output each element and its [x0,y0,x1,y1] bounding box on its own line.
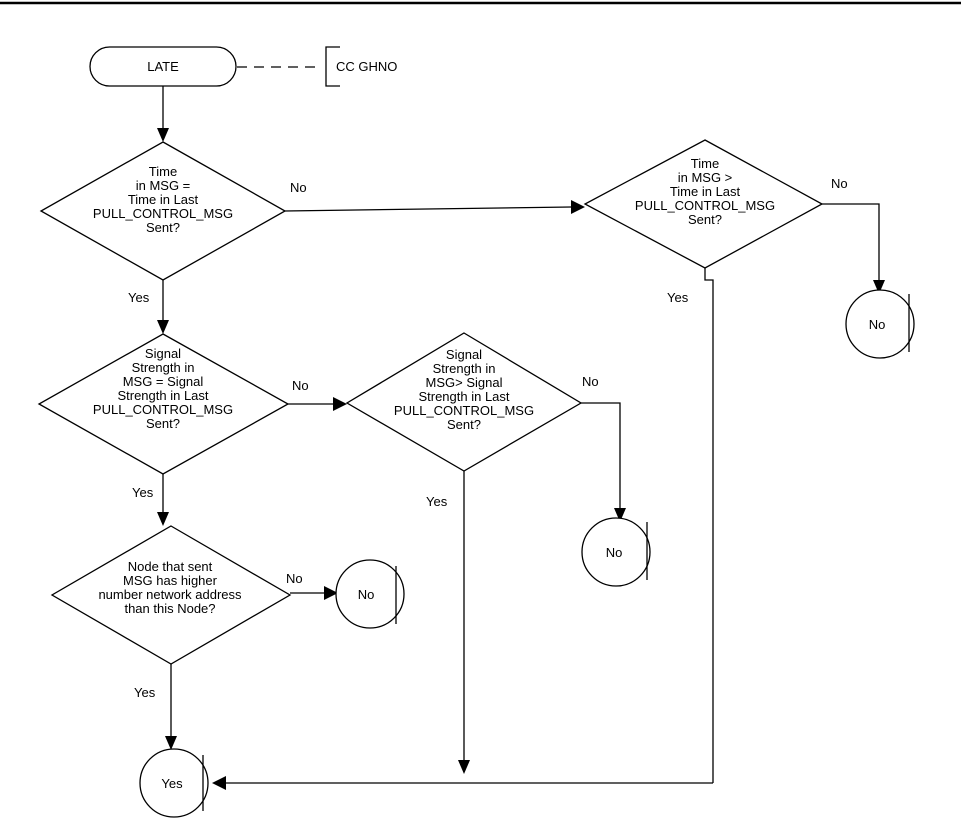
decision-signal-greater-line-5: PULL_CONTROL_MSG [394,403,534,418]
d4-no-label: No [582,374,599,389]
terminal-no-right-label: No [869,317,886,332]
start-label: LATE [147,59,179,74]
terminal-no-left: No [335,559,405,629]
decision-signal-equal-line-3: MSG = Signal [123,374,204,389]
decision-time-equal-line-2: in MSG = [136,178,191,193]
decision-time-greater-line-2: in MSG > [678,170,733,185]
start-terminator: LATE [89,46,237,87]
d3-yes-label: Yes [132,485,154,500]
d2-no-label: No [831,176,848,191]
d3-no-label: No [292,378,309,393]
terminal-yes: Yes [139,748,209,818]
terminal-no-left-label: No [358,587,375,602]
decision-time-greater-line-4: PULL_CONTROL_MSG [635,198,775,213]
decision-time-greater-line-3: Time in Last [670,184,741,199]
decision-time-equal: Time in MSG = Time in Last PULL_CONTROL_… [39,141,287,281]
decision-node-address-line-3: number network address [98,587,242,602]
decision-node-address-line-4: than this Node? [124,601,215,616]
d5-no-label: No [286,571,303,586]
decision-signal-equal-line-6: Sent? [146,416,180,431]
d1-no-label: No [290,180,307,195]
decision-node-address: Node that sent MSG has higher number net… [50,525,292,665]
decision-signal-equal-line-5: PULL_CONTROL_MSG [93,402,233,417]
decision-signal-equal-line-4: Strength in Last [117,388,208,403]
terminal-no-middle-label: No [606,545,623,560]
decision-time-equal-line-1: Time [149,164,177,179]
decision-node-address-line-1: Node that sent [128,559,213,574]
terminal-no-middle: No [581,517,651,587]
decision-time-equal-line-3: Time in Last [128,192,199,207]
decision-signal-greater-line-1: Signal [446,347,482,362]
decision-signal-equal: Signal Strength in MSG = Signal Strength… [37,333,290,475]
decision-time-greater: Time in MSG > Time in Last PULL_CONTROL_… [583,139,824,269]
decision-signal-equal-line-2: Strength in [132,360,195,375]
d5-yes-label: Yes [134,685,156,700]
terminal-no-right: No [845,289,915,359]
decision-signal-equal-line-1: Signal [145,346,181,361]
decision-signal-greater-line-4: Strength in Last [418,389,509,404]
decision-time-greater-line-5: Sent? [688,212,722,227]
terminal-yes-label: Yes [161,776,183,791]
decision-signal-greater-line-2: Strength in [433,361,496,376]
annotation-label: CC GHNO [336,59,397,74]
annotation: CC GHNO [237,46,397,87]
decision-node-address-line-2: MSG has higher [123,573,218,588]
decision-time-equal-line-5: Sent? [146,220,180,235]
d2-yes-label: Yes [667,290,689,305]
decision-signal-greater-line-6: Sent? [447,417,481,432]
decision-signal-greater: Signal Strength in MSG> Signal Strength … [345,332,583,472]
decision-time-greater-line-1: Time [691,156,719,171]
decision-time-equal-line-4: PULL_CONTROL_MSG [93,206,233,221]
d1-yes-label: Yes [128,290,150,305]
decision-signal-greater-line-3: MSG> Signal [426,375,503,390]
d4-yes-label: Yes [426,494,448,509]
